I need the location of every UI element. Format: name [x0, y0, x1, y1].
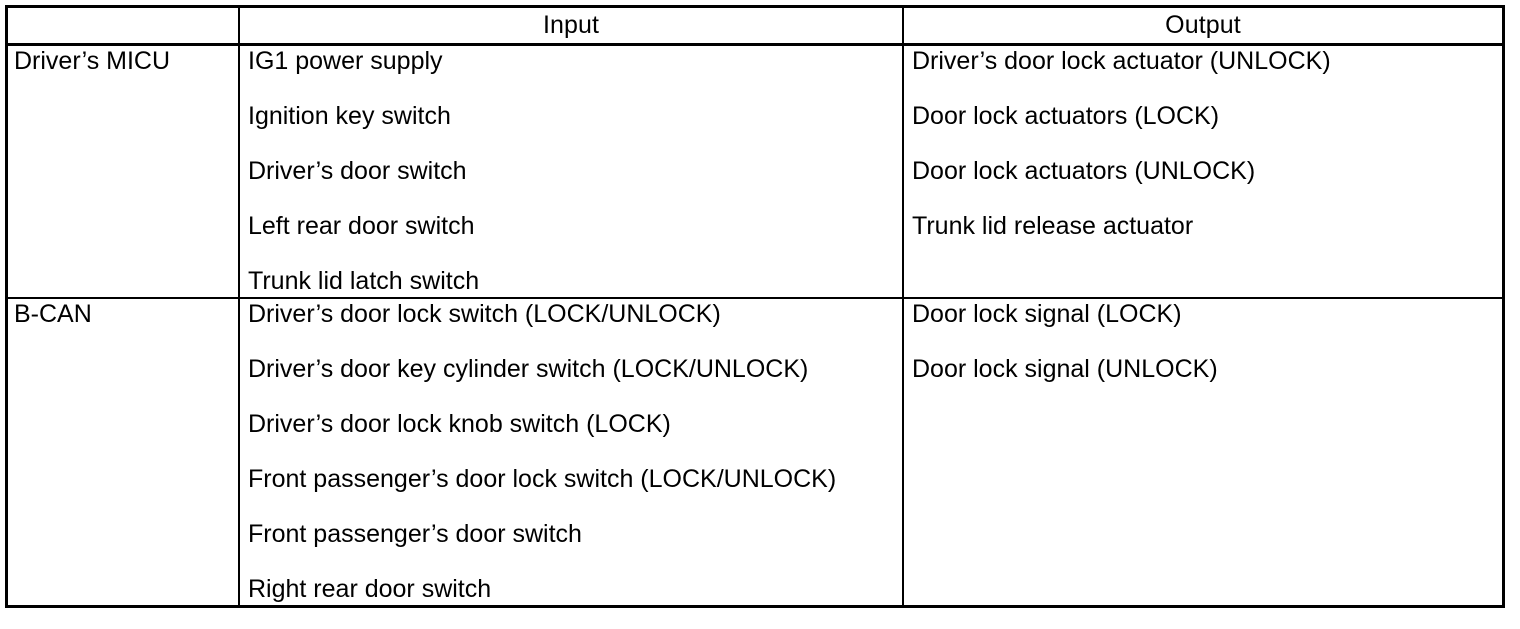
table-row: B-CAN Driver’s door lock switch (LOCK/UN…: [8, 299, 1502, 606]
output-cell-bcan: Door lock signal (LOCK) Door lock signal…: [902, 299, 1502, 606]
list-item: Driver’s door lock switch (LOCK/UNLOCK): [248, 300, 721, 328]
column-header-module: [8, 8, 238, 43]
column-header-output: Output: [902, 8, 1502, 43]
list-item: Door lock actuators (UNLOCK): [912, 157, 1256, 185]
list-item: Door lock signal (LOCK): [912, 300, 1182, 328]
list-item: Trunk lid latch switch: [248, 267, 480, 295]
list-item: Right rear door switch: [248, 575, 492, 603]
module-cell-bcan: B-CAN: [8, 299, 238, 606]
list-item: Driver’s door lock knob switch (LOCK): [248, 410, 671, 438]
input-list-micu: IG1 power supply Ignition key switch Dri…: [248, 46, 898, 321]
list-item: Driver’s door key cylinder switch (LOCK/…: [248, 355, 809, 383]
module-name-label: B-CAN: [14, 300, 92, 328]
list-item: IG1 power supply: [248, 47, 443, 75]
column-header-input: Input: [238, 8, 902, 43]
output-list-bcan: Door lock signal (LOCK) Door lock signal…: [912, 299, 1498, 409]
output-list-micu: Driver’s door lock actuator (UNLOCK) Doo…: [912, 46, 1498, 266]
module-name-label: Driver’s MICU: [14, 47, 171, 75]
list-item: Door lock signal (UNLOCK): [912, 355, 1218, 383]
module-cell-micu: Driver’s MICU: [8, 46, 238, 297]
list-item: Trunk lid release actuator: [912, 212, 1194, 240]
input-list-bcan: Driver’s door lock switch (LOCK/UNLOCK) …: [248, 299, 898, 629]
input-output-table: Input Output Driver’s MICU IG1 power sup…: [5, 5, 1505, 608]
list-item: Front passenger’s door lock switch (LOCK…: [248, 465, 837, 493]
table-body: Driver’s MICU IG1 power supply Ignition …: [8, 46, 1502, 606]
list-item: Left rear door switch: [248, 212, 475, 240]
list-item: Driver’s door switch: [248, 157, 467, 185]
table-header-row: Input Output: [8, 8, 1502, 46]
input-cell-micu: IG1 power supply Ignition key switch Dri…: [238, 46, 902, 297]
list-item: Driver’s door lock actuator (UNLOCK): [912, 47, 1331, 75]
output-cell-micu: Driver’s door lock actuator (UNLOCK) Doo…: [902, 46, 1502, 297]
list-item: Ignition key switch: [248, 102, 451, 130]
list-item: Front passenger’s door switch: [248, 520, 582, 548]
input-cell-bcan: Driver’s door lock switch (LOCK/UNLOCK) …: [238, 299, 902, 606]
list-item: Door lock actuators (LOCK): [912, 102, 1220, 130]
table-row: Driver’s MICU IG1 power supply Ignition …: [8, 46, 1502, 299]
